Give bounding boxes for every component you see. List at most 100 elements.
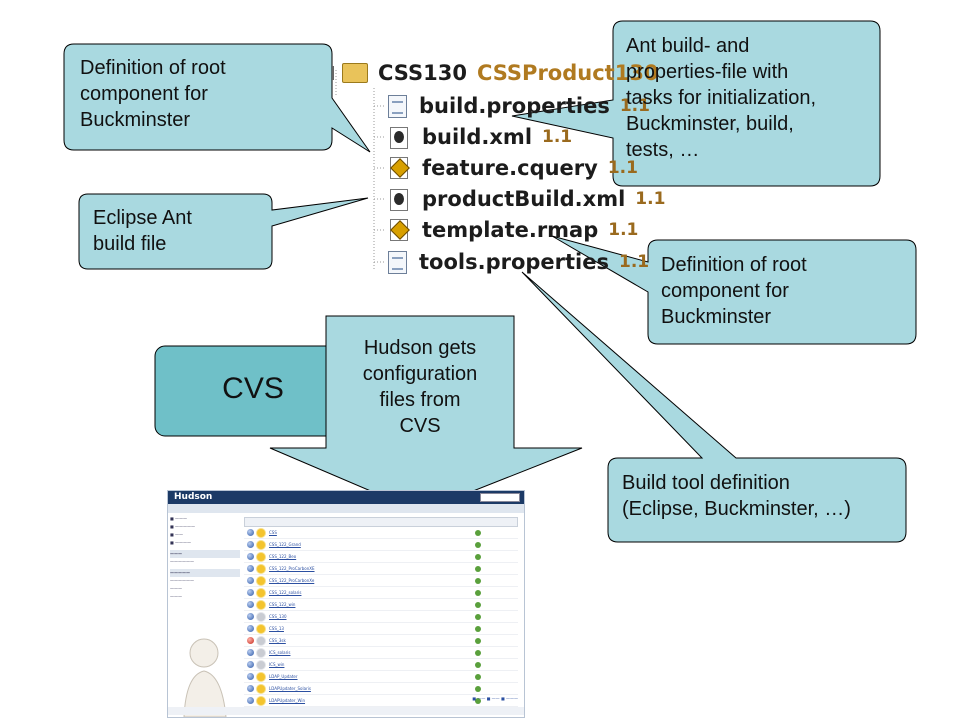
callout-root-right-text: Definition of root component for Buckmin… [661,252,807,330]
schedule-build-icon[interactable] [475,565,481,572]
hudson-job-link[interactable]: LDAPUpdater_Win [269,698,306,703]
hudson-job-link[interactable]: CSS_130 [269,614,287,619]
weather-icon [257,660,265,669]
callout-ant-top-text: Ant build- and properties-file with task… [626,33,816,163]
weather-icon [257,624,265,633]
schedule-build-icon[interactable] [475,685,481,692]
hudson-job-row[interactable]: ICS_win [244,659,518,671]
hudson-search-input[interactable] [480,493,520,502]
hudson-job-row[interactable]: CSS_3sk [244,635,518,647]
hudson-header: Hudson [168,491,524,504]
weather-icon [257,636,265,645]
tree-item-build-xml[interactable]: build.xml 1.1 [388,122,572,152]
hudson-job-row[interactable]: CSS_130 [244,611,518,623]
hudson-job-row[interactable]: CSS_122_solaris [244,587,518,599]
schedule-build-icon[interactable] [475,661,481,668]
hudson-job-link[interactable]: ICS_solaris [269,650,291,655]
callout-hudson-text: Hudson gets configuration files from CVS [334,335,506,439]
schedule-build-icon[interactable] [475,613,481,620]
hudson-job-link[interactable]: ICS_win [269,662,285,667]
collapse-icon[interactable] [326,66,334,80]
schedule-build-icon[interactable] [475,649,481,656]
sidebar-line[interactable]: ■ ———— [170,540,192,545]
build-status-icon [247,601,254,608]
build-status-icon [247,613,254,620]
callout-root-left-shape [63,43,371,153]
properties-file-icon [388,250,407,274]
hudson-job-link[interactable]: CSS_122_ProCarbonXE [269,566,315,571]
hudson-job-link[interactable]: CSS_122_ProCarbonXe [269,578,315,583]
tree-item-template-rmap[interactable]: template.rmap 1.1 [388,215,638,245]
hudson-job-row[interactable]: LDAPUpdater_Win [244,695,518,707]
callout-eclipse-ant-text: Eclipse Ant build file [93,205,192,257]
callout-line: tasks for initialization, [626,87,817,109]
tree-item-version: 1.1 [608,220,639,240]
tree-item-productbuild-xml[interactable]: productBuild.xml 1.1 [388,184,665,214]
hudson-job-row[interactable]: CSS_122_Beo [244,551,518,563]
tree-item-build-properties[interactable]: build.properties 1.1 [388,91,650,121]
hudson-job-row[interactable]: CSS_13 [244,623,518,635]
tree-item-tools-properties[interactable]: tools.properties 1.1 [388,247,649,277]
hudson-job-link[interactable]: CSS_122_win [269,602,296,607]
callout-line: Definition of root [661,254,807,276]
hudson-job-link[interactable]: CSS_122_solaris [269,590,302,595]
schedule-build-icon[interactable] [475,553,481,560]
hudson-screenshot: Hudson ■ ——— ■ ————— ■ —— ■ ———— ——— ———… [167,490,525,718]
schedule-build-icon[interactable] [475,673,481,680]
hudson-job-link[interactable]: CSS_3sk [269,638,286,643]
schedule-build-icon[interactable] [475,637,481,644]
buckminster-file-icon [388,218,410,242]
weather-icon [257,612,265,621]
hudson-table-header [244,517,518,527]
weather-icon [257,588,265,597]
hudson-job-row[interactable]: CSS_122_ProCarbonXe [244,575,518,587]
callout-line: CVS [399,415,441,437]
schedule-build-icon[interactable] [475,625,481,632]
hudson-job-row[interactable]: CSS_122_win [244,599,518,611]
callout-line: Buckminster [80,109,191,131]
weather-icon [257,564,265,573]
schedule-build-icon[interactable] [475,601,481,608]
sidebar-line[interactable]: ■ ————— [170,524,196,529]
hudson-job-link[interactable]: LDAPUpdater_Solaris [269,686,311,691]
tree-root-product: CSSProduct130 [476,61,659,85]
hudson-job-link[interactable]: CSS_122_Beo [269,554,297,559]
hudson-job-row[interactable]: LDAPUpdater_Solaris [244,683,518,695]
sidebar-section: ————— [170,569,240,577]
schedule-build-icon[interactable] [475,697,481,704]
hudson-job-link[interactable]: CSS_122_Grand [269,542,301,547]
callout-eclipse-ant-shape [78,193,369,270]
schedule-build-icon[interactable] [475,577,481,584]
build-status-icon [247,589,254,596]
weather-icon [257,528,265,537]
sidebar-line: —————— [170,578,194,583]
schedule-build-icon[interactable] [475,541,481,548]
hudson-rss-links[interactable]: ■ —— ■ —— ■ ——— [472,696,518,701]
sidebar-line[interactable]: ■ ——— [170,516,188,521]
build-status-icon [247,577,254,584]
hudson-job-link[interactable]: CSS [269,530,277,535]
hudson-footer [168,707,524,715]
hudson-sidebar: ■ ——— ■ ————— ■ —— ■ ———— ——— —————— ———… [170,515,240,601]
callout-line: tests, … [626,139,700,161]
build-status-icon [247,529,254,536]
hudson-job-row[interactable]: LDAP_Updater [244,671,518,683]
callout-line: files from [379,389,461,411]
build-status-icon [247,625,254,632]
hudson-job-row[interactable]: ICS_solaris [244,647,518,659]
hudson-job-row[interactable]: CSS [244,527,518,539]
schedule-build-icon[interactable] [475,529,481,536]
hudson-job-row[interactable]: CSS_122_ProCarbonXE [244,563,518,575]
hudson-job-link[interactable]: CSS_13 [269,626,284,631]
hudson-job-link[interactable]: LDAP_Updater [269,674,298,679]
hudson-job-row[interactable]: CSS_122_Grand [244,539,518,551]
tree-item-name: build.xml [422,125,533,149]
tree-root-row[interactable]: CSS130 CSSProduct130 [326,58,659,88]
sidebar-line[interactable]: ■ —— [170,532,184,537]
callout-line: Buckminster, build, [626,113,794,135]
tree-item-feature-cquery[interactable]: feature.cquery 1.1 [388,153,638,183]
tree-item-version: 1.1 [619,252,650,272]
schedule-build-icon[interactable] [475,589,481,596]
